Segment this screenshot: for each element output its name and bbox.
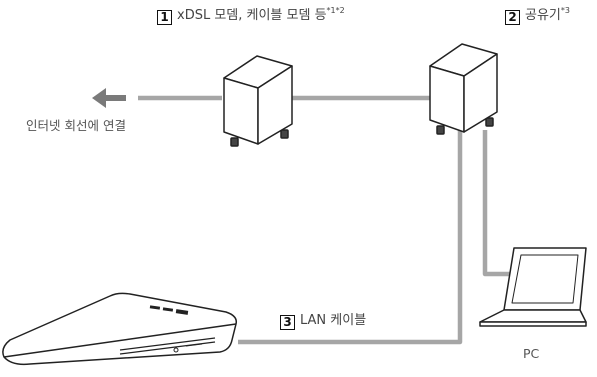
modem-label-text: xDSL 모뎀, 케이블 모뎀 등 <box>177 8 327 23</box>
router-pc-cable <box>482 130 516 277</box>
ps3-logo-icon <box>149 305 189 315</box>
pc-label: PC <box>523 346 540 361</box>
laptop-icon <box>479 247 587 327</box>
router-label-text: 공유기 <box>525 8 561 23</box>
internet-arrow-icon <box>92 88 126 108</box>
modem-footnote: *1*2 <box>326 6 345 15</box>
modem-label: 1 xDSL 모뎀, 케이블 모뎀 등*1*2 <box>157 6 345 25</box>
router-ps3-cable <box>238 130 463 345</box>
router-footnote: *3 <box>560 6 570 15</box>
number-badge-2: 2 <box>505 10 520 25</box>
cables <box>138 95 516 345</box>
internet-label: 인터넷 회선에 연결 <box>26 118 126 133</box>
modem-icon <box>223 55 293 147</box>
lan-cable-label-text: LAN 케이블 <box>300 313 367 328</box>
lan-cable-label: 3 LAN 케이블 <box>280 313 366 330</box>
router-label: 2 공유기*3 <box>505 6 570 25</box>
router-icon <box>429 43 498 135</box>
ps3-console-icon <box>2 292 238 366</box>
number-badge-3: 3 <box>280 315 295 330</box>
number-badge-1: 1 <box>157 10 172 25</box>
